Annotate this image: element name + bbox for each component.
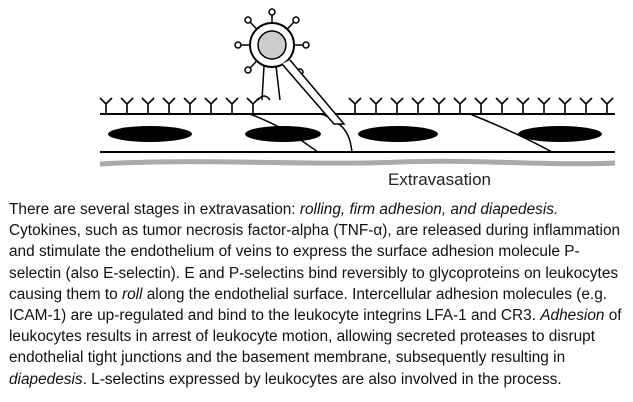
- nucleus-1: [108, 126, 192, 142]
- figure-label: Extravasation: [388, 170, 491, 189]
- basement-membrane: [99, 158, 616, 167]
- cell-junction-3: [469, 113, 553, 153]
- extravasation-diagram: [99, 8, 616, 167]
- selectin-receptors-right: [348, 97, 614, 114]
- leukocyte: [234, 8, 346, 125]
- description-paragraph: There are several stages in extravasatio…: [9, 201, 622, 388]
- nucleus-2: [245, 126, 321, 142]
- selectin-receptors-left: [99, 97, 260, 114]
- nucleus-3: [358, 126, 438, 142]
- nucleus-4: [518, 126, 602, 142]
- diapedesis-pseudopod: [281, 59, 346, 125]
- leukocyte-nucleus: [257, 30, 287, 60]
